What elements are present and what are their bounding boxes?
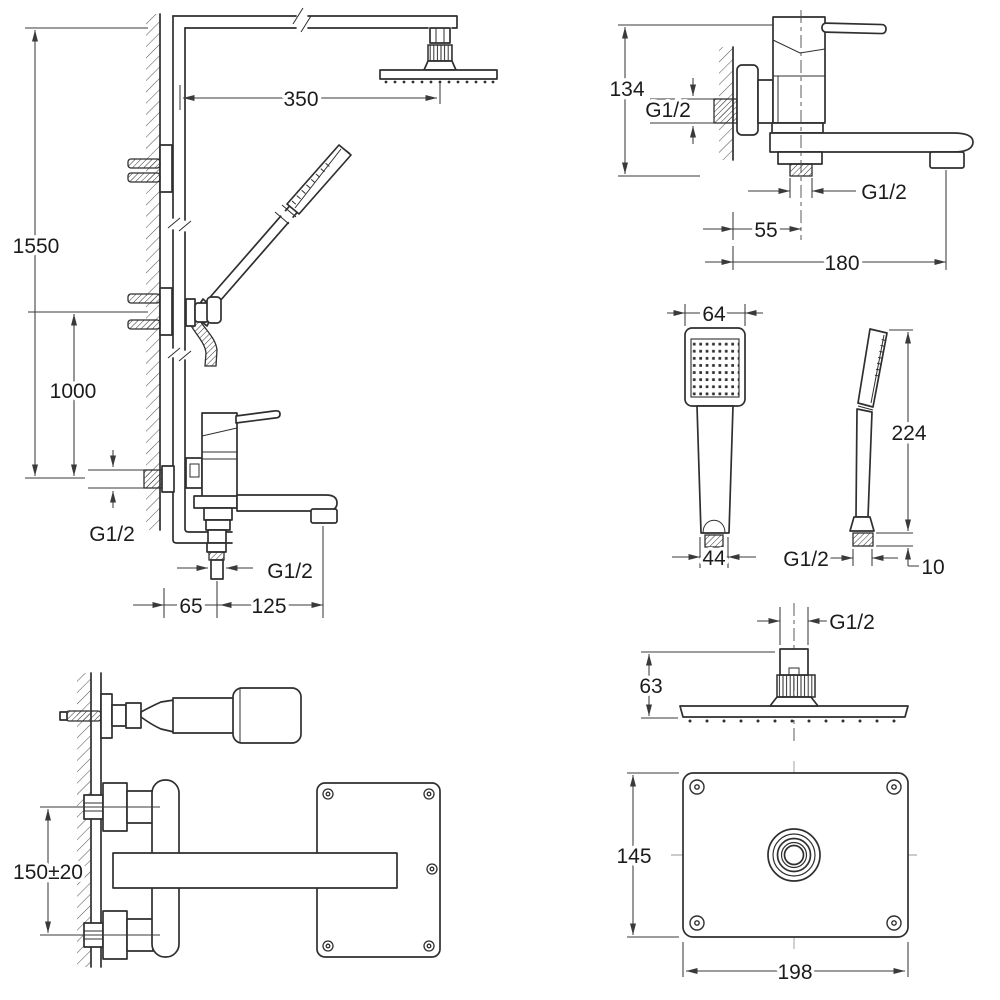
corner-screws: [689, 779, 902, 931]
dim-outlet-thread-label: G1/2: [267, 560, 313, 583]
dim-total-height-label: 1550: [13, 235, 60, 258]
dimensions: [641, 607, 831, 719]
head-plate: [679, 705, 909, 718]
dim-handle-width-label: 44: [702, 547, 726, 570]
dimensions: [627, 772, 909, 977]
hand-shower-side: [849, 328, 888, 547]
view-mixer-top: 150±20: [10, 672, 441, 968]
dimensions: [40, 806, 160, 936]
dim-wall-thread-label: G1/2: [89, 523, 135, 546]
dim-body-height-label: 134: [609, 78, 644, 101]
hand-shower-front: [684, 327, 746, 548]
dim-outlet-thread-label: G1/2: [861, 181, 907, 204]
spout-outlet: [310, 508, 338, 524]
spout-outlet: [929, 151, 965, 169]
dim-outlet-to-spout-label: 125: [251, 595, 286, 618]
spray-face: [690, 338, 740, 398]
view-overhead-shower-side: G1/2 63: [636, 603, 909, 745]
spout: [769, 132, 974, 153]
dimension-labels: G1/2 63: [636, 608, 878, 702]
dim-height-label: 63: [639, 675, 662, 698]
spray-face-ribs: [291, 162, 330, 205]
view-hand-shower: 64 44 224 G1/2 10: [667, 300, 948, 583]
handle-break-marks: [274, 204, 297, 225]
dimension-labels: 134 G1/2 G1/2 55 180: [606, 75, 910, 279]
handle: [696, 405, 734, 534]
dim-spout-reach-label: 180: [824, 252, 859, 275]
dim-thread-label: G1/2: [783, 548, 829, 571]
dim-inlet-spacing-label: 150±20: [13, 861, 83, 884]
dimensions: [618, 24, 947, 270]
shower-hose: [188, 315, 218, 367]
thread-connector: [779, 648, 809, 676]
dimensions: [667, 304, 919, 568]
dim-arm-reach-label: 350: [283, 88, 318, 111]
plate-screws: [322, 788, 438, 952]
dimension-labels: 64 44 224 G1/2 10: [699, 300, 948, 583]
dim-wall-thread-label: G1/2: [645, 99, 691, 122]
overhead-shower-on-arm: [379, 27, 498, 84]
dim-wall-to-outlet-label: 65: [179, 595, 202, 618]
dim-thread-length-label: 10: [921, 556, 944, 579]
dimension-labels: 150±20: [10, 858, 87, 888]
dim-head-width-label: 64: [702, 303, 726, 326]
dim-width-label: 198: [777, 961, 812, 984]
view-shower-column: 1550 1000 350 G1/2 G1/2 65 125: [9, 7, 498, 622]
dimension-labels: 145 198: [613, 842, 816, 988]
spout-top-view: [112, 852, 398, 889]
dim-thread-label: G1/2: [829, 611, 875, 634]
mixer-lever: [821, 22, 887, 35]
pipe-break-marks: [167, 7, 312, 362]
lever-grip: [232, 687, 302, 744]
view-bath-mixer: 134 G1/2 G1/2 55 180: [606, 10, 974, 279]
mixer-body: [713, 10, 974, 240]
riser-pipe-and-arm: [167, 7, 458, 544]
spray-nozzles: [384, 80, 495, 84]
shower-head: [679, 603, 909, 745]
dim-holder-height-label: 1000: [50, 380, 97, 403]
wall-brackets: [127, 144, 173, 336]
wall-section: [146, 13, 161, 531]
dim-wall-to-outlet-label: 55: [754, 219, 777, 242]
mixer-lever: [235, 409, 281, 424]
ball-joint-nut: [776, 674, 816, 698]
center-connector: [767, 828, 821, 882]
dimension-labels: 1550 1000 350 G1/2 G1/2 65 125: [9, 85, 322, 622]
dim-length-label: 224: [891, 422, 926, 445]
dim-depth-label: 145: [616, 845, 651, 868]
spray-nozzles: [688, 719, 896, 723]
view-overhead-shower-top: 145 198: [613, 761, 917, 988]
spray-face-ribs: [874, 339, 886, 377]
handle-top-view: [59, 687, 302, 744]
bath-mixer-on-column: [143, 409, 338, 580]
head-plate-top: [671, 761, 917, 949]
dimensions: [25, 27, 441, 618]
hand-shower-in-holder: [185, 144, 352, 367]
